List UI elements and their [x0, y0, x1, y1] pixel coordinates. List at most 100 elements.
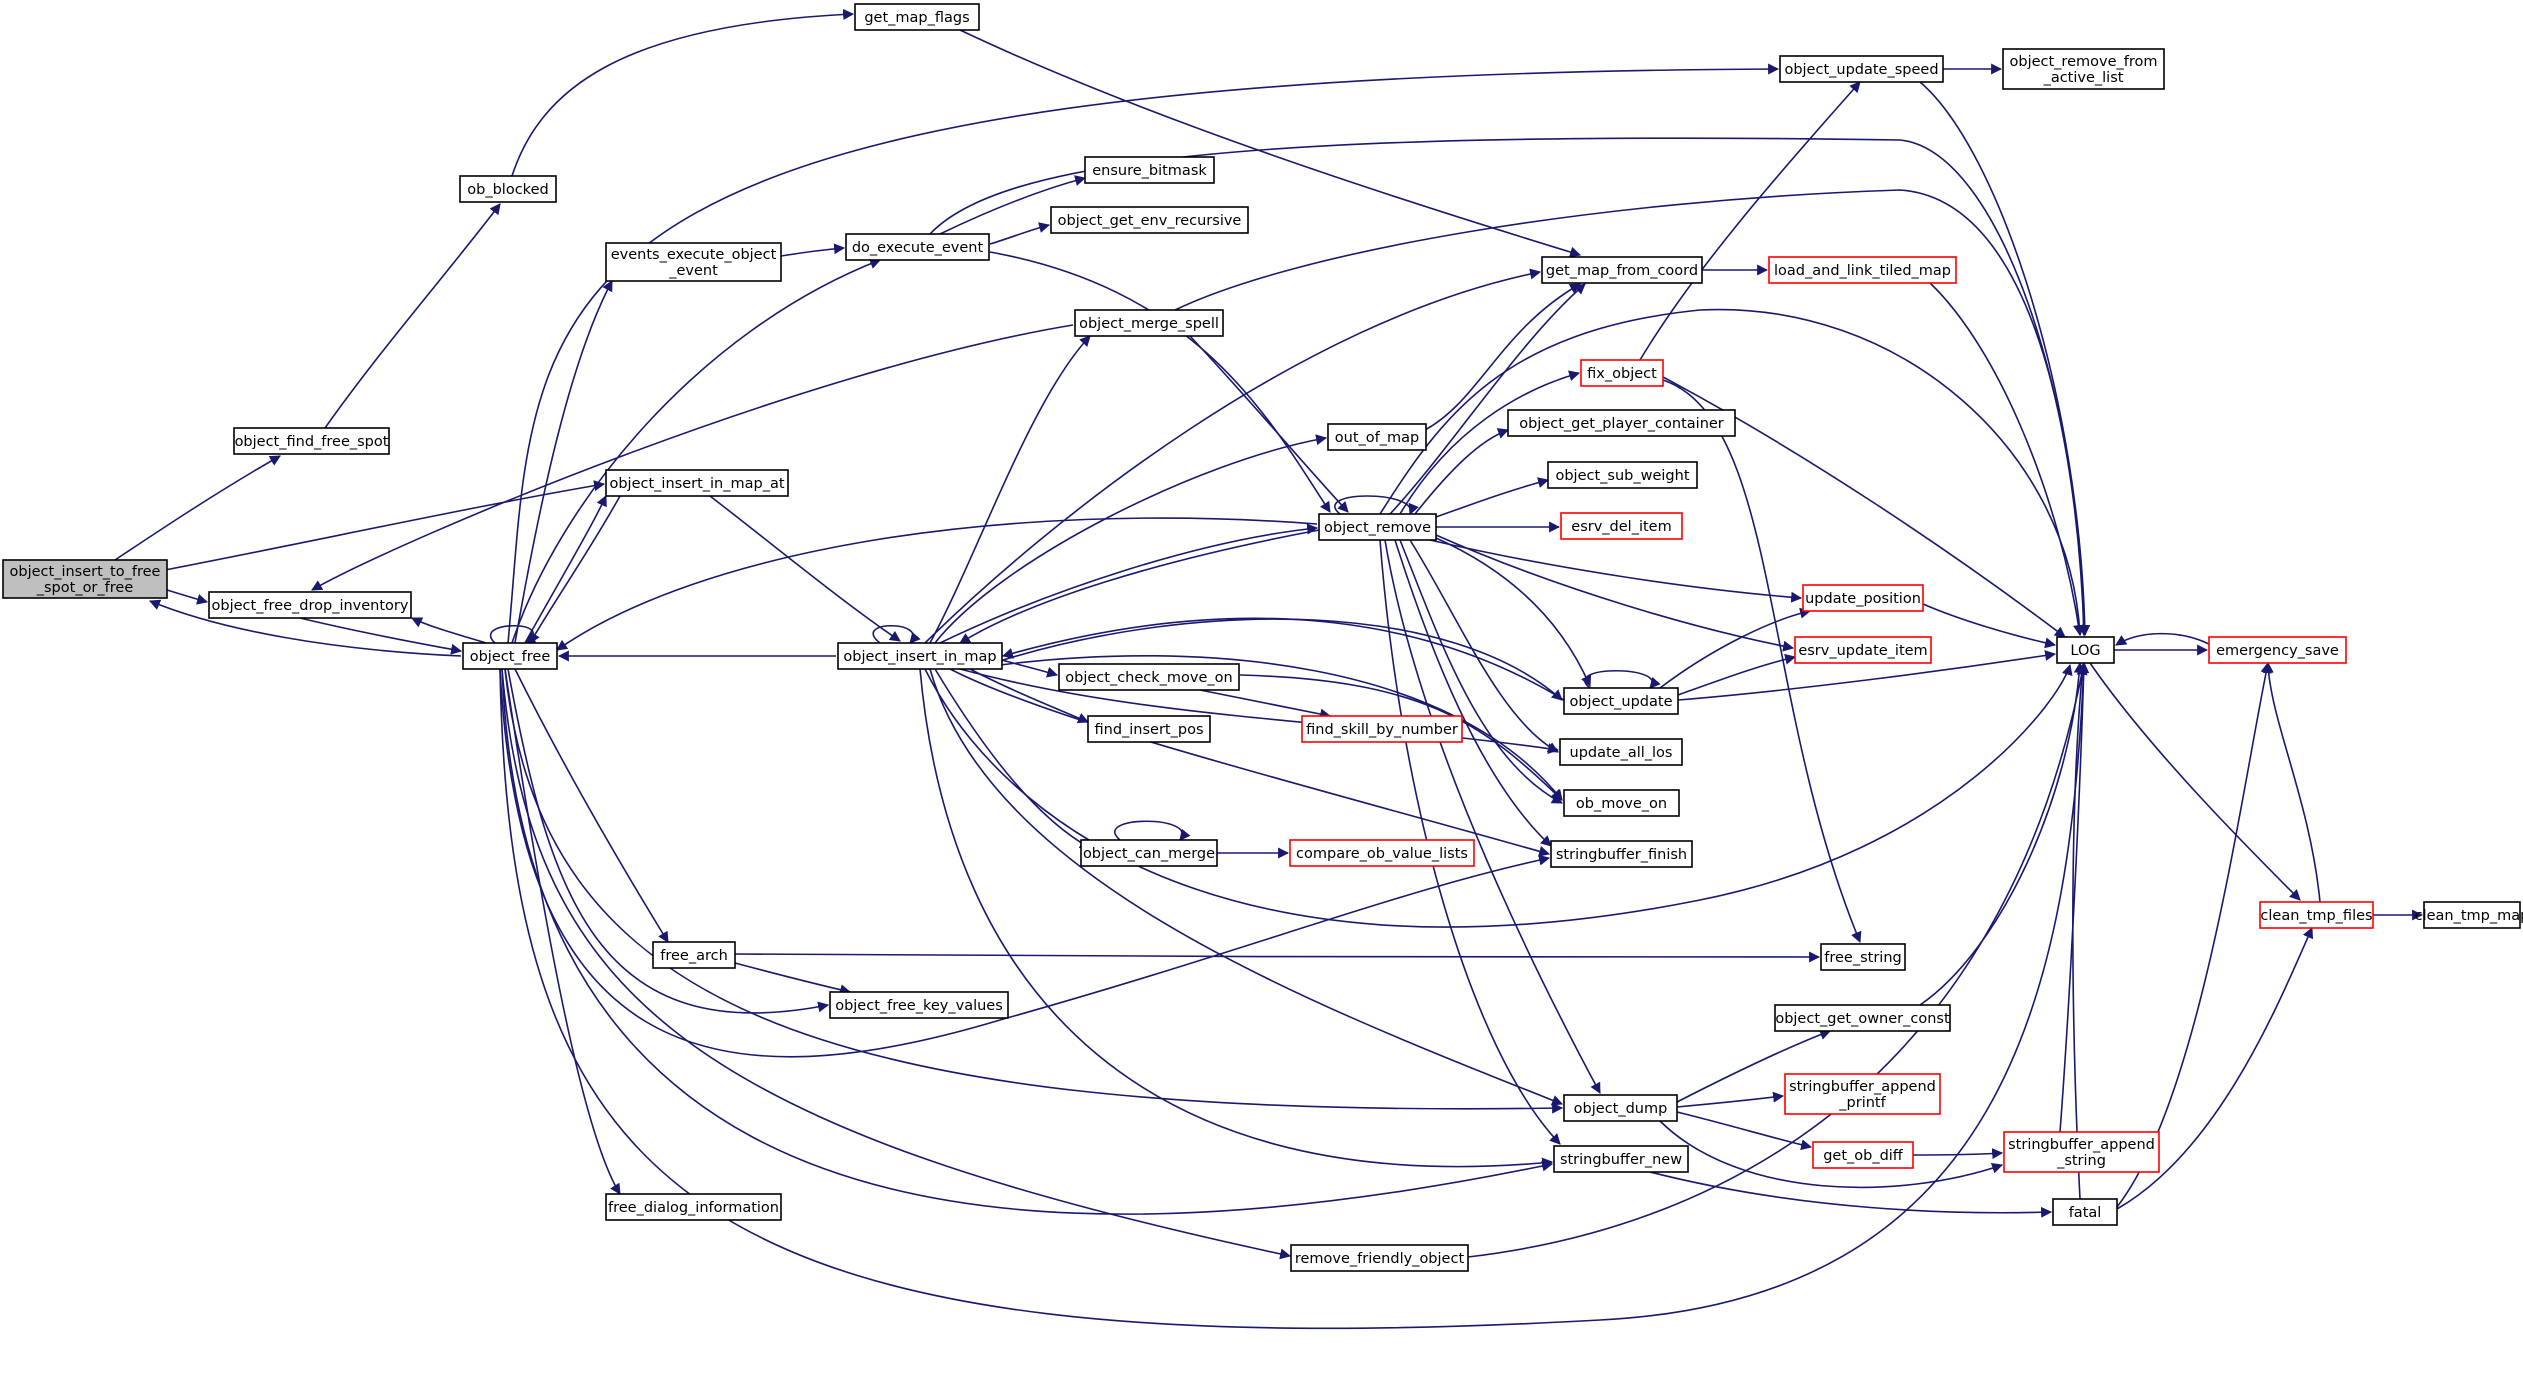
node-insert-at[interactable]: object_insert_in_map_at [605, 469, 789, 497]
node-label: clean_tmp_files [2260, 908, 2372, 924]
node-update-speed[interactable]: object_update_speed [1779, 55, 1944, 83]
node-box [1289, 839, 1475, 867]
node-fix-object[interactable]: fix_object [1580, 359, 1664, 387]
node-get-env-rec[interactable]: object_get_env_recursive [1050, 206, 1249, 234]
edge-object_remove-to-update_position [1429, 539, 1803, 603]
node-free-string[interactable]: free_string [1820, 943, 1906, 971]
edge-arrow [1435, 537, 1592, 688]
node-box [1802, 584, 1924, 612]
node-sub-weight[interactable]: object_sub_weight [1547, 461, 1698, 489]
edge-object_free-to-LOG [499, 661, 2090, 1330]
node-label: _spot_or_free [36, 580, 134, 596]
node-box [1074, 309, 1224, 337]
node-object-update[interactable]: object_update [1563, 687, 1679, 715]
node-box [1563, 1094, 1678, 1122]
node-sb-append-string[interactable]: stringbuffer_append_string [2003, 1131, 2160, 1173]
node-free-arch[interactable]: free_arch [652, 941, 736, 969]
node-insert-in-map[interactable]: object_insert_in_map [837, 642, 1003, 670]
node-ob-blocked[interactable]: ob_blocked [459, 175, 557, 203]
node-label: _string [2056, 1153, 2106, 1169]
edge-object_update-to-LOG [1677, 650, 2057, 701]
edge-load_link-to-LOG [1929, 282, 2084, 637]
edge-get_owner_const-to-LOG [1919, 661, 2085, 1006]
node-box [1580, 359, 1664, 387]
node-box [1050, 206, 1249, 234]
edge-object_free-to-update_speed [507, 63, 1780, 644]
node-label: get_ob_diff [1823, 1148, 1904, 1164]
node-box [1507, 409, 1736, 437]
node-find-free[interactable]: object_find_free_spot [233, 427, 390, 455]
node-free-key-values[interactable]: object_free_key_values [829, 991, 1009, 1019]
node-get-map-flags[interactable]: get_map_flags [854, 3, 980, 31]
node-box [1794, 636, 1932, 664]
edge-free_arch-to-free_string [734, 951, 1821, 963]
node-label: object_find_free_spot [235, 434, 389, 450]
node-ensure-bitmask[interactable]: ensure_bitmask [1084, 156, 1215, 184]
edge-arrow [959, 529, 1320, 644]
node-get-ob-diff[interactable]: get_ob_diff [1812, 1141, 1914, 1169]
node-do-exec[interactable]: do_execute_event [845, 233, 990, 261]
node-object-dump[interactable]: object_dump [1563, 1094, 1678, 1122]
node-free-dialog[interactable]: free_dialog_information [605, 1193, 782, 1221]
edge-arrow [1399, 370, 1581, 515]
edge-arrow [734, 951, 1821, 963]
node-sb-new[interactable]: stringbuffer_new [1553, 1145, 1689, 1173]
node-clean-tmp-files[interactable]: clean_tmp_files [2259, 901, 2374, 929]
edge-arrow [780, 243, 846, 257]
node-update-position[interactable]: update_position [1802, 584, 1924, 612]
node-esrv-del[interactable]: esrv_del_item [1560, 512, 1683, 540]
node-get-owner-const[interactable]: object_get_owner_const [1774, 1004, 1951, 1032]
node-events-exec[interactable]: events_execute_object_event [605, 242, 782, 282]
edge-insert_in_map-to-get_map_coord [924, 268, 1542, 644]
node-ob-move-on[interactable]: ob_move_on [1563, 789, 1680, 817]
edge-LOG-to-clean_tmp_files [2089, 662, 2301, 901]
node-label: ob_move_on [1576, 796, 1667, 812]
node-sb-append-printf[interactable]: stringbuffer_append_printf [1784, 1073, 1941, 1115]
edge-arrow [934, 434, 1328, 644]
node-check-move-on[interactable]: object_check_move_on [1058, 663, 1240, 691]
node-box [1058, 663, 1240, 691]
node-remove-friendly[interactable]: remove_friendly_object [1290, 1244, 1469, 1272]
node-remove-active[interactable]: object_remove_from_active_list [2002, 48, 2165, 90]
edge-arrow [959, 668, 1560, 755]
node-LOG[interactable]: LOG [2056, 636, 2115, 664]
edge-fatal-to-clean_tmp_files [2116, 926, 2314, 1210]
node-clean-tmp-map[interactable]: clean_tmp_map [2415, 901, 2523, 929]
edge-arrow [411, 617, 487, 644]
node-esrv-update[interactable]: esrv_update_item [1794, 636, 1932, 664]
node-label: fatal [2069, 1205, 2102, 1221]
node-label: esrv_del_item [1571, 519, 1671, 535]
node-label: _event [668, 263, 718, 279]
node-label: _active_list [2043, 70, 2124, 86]
node-label: remove_friendly_object [1295, 1251, 1465, 1267]
node-out-of-map[interactable]: out_of_map [1327, 423, 1427, 451]
node-fatal[interactable]: fatal [2052, 1198, 2118, 1226]
node-update-all-los[interactable]: update_all_los [1559, 738, 1683, 766]
node-free-drop[interactable]: object_free_drop_inventory [208, 591, 412, 619]
edge-get_map_flags-to-get_map_coord [959, 29, 1582, 258]
node-label: object_check_move_on [1065, 670, 1232, 686]
node-compare-ob[interactable]: compare_ob_value_lists [1289, 839, 1475, 867]
node-get-player-cont[interactable]: object_get_player_container [1507, 409, 1736, 437]
node-find-skill[interactable]: find_skill_by_number [1301, 715, 1463, 743]
node-label: update_position [1805, 591, 1921, 607]
node-object-remove[interactable]: object_remove [1318, 513, 1437, 541]
edge-insert_in_map-to-out_of_map [934, 434, 1328, 644]
node-load-link[interactable]: load_and_link_tiled_map [1768, 256, 1957, 284]
node-box [1553, 1145, 1689, 1173]
node-find-insert-pos[interactable]: find_insert_pos [1087, 715, 1211, 743]
function-nodes: object_insert_to_free_spot_or_freeobject… [2, 3, 2523, 1272]
node-sb-finish[interactable]: stringbuffer_finish [1550, 840, 1693, 868]
node-merge-spell[interactable]: object_merge_spell [1074, 309, 1224, 337]
edge-arrow [1649, 1171, 2053, 1218]
node-object-free[interactable]: object_free [462, 642, 558, 670]
edge-arrow [2262, 661, 2321, 903]
node-get-map-coord[interactable]: get_map_from_coord [1541, 256, 1703, 284]
node-root[interactable]: object_insert_to_free_spot_or_free [2, 559, 168, 599]
edge-insert_at-to-insert_in_map [709, 495, 901, 642]
node-emergency-save[interactable]: emergency_save [2208, 636, 2347, 664]
edge-arrow [2116, 661, 2272, 1208]
node-label: fix_object [1587, 366, 1657, 382]
node-can-merge[interactable]: object_can_merge [1080, 839, 1218, 867]
edge-arrow [1384, 539, 1601, 1094]
